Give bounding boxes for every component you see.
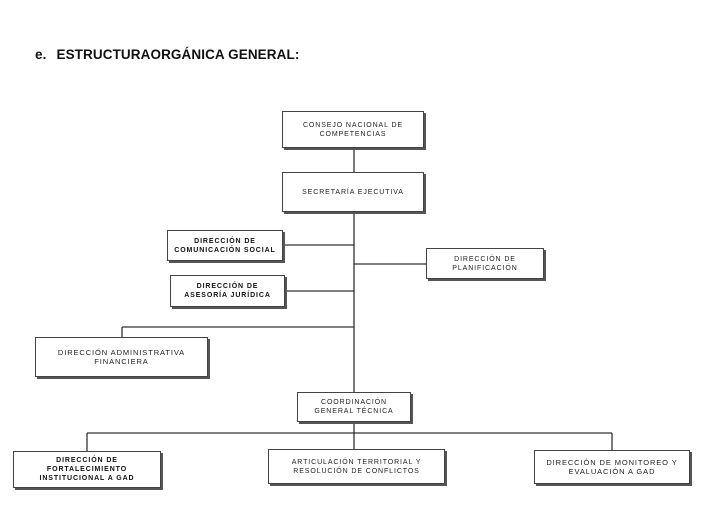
box-secretaria-ejecutiva: SECRETARÍA EJECUTIVA — [282, 172, 424, 212]
section-heading: e. ESTRUCTURAORGÁNICA GENERAL: — [35, 47, 299, 62]
box-direccion-fortalecimiento-institucional: DIRECCIÓN DE FORTALECIMIENTO INSTITUCION… — [13, 451, 161, 488]
box-direccion-monitoreo-evaluacion: DIRECCIÓN DE MONITOREO Y EVALUACIÓN A GA… — [534, 450, 690, 484]
box-direccion-administrativa-financiera: DIRECCIÓN ADMINISTRATIVA FINANCIERA — [35, 337, 208, 377]
box-direccion-planificacion: DIRECCIÓN DE PLANIFICACIÓN — [426, 248, 544, 279]
box-coordinacion-general-tecnica: COORDINACIÓN GENERAL TÉCNICA — [297, 392, 411, 422]
box-consejo-nacional: CONSEJO NACIONAL DE COMPETENCIAS — [282, 111, 424, 148]
box-direccion-comunicacion-social: DIRECCIÓN DE COMUNICACIÓN SOCIAL — [167, 230, 283, 261]
section-number: e. — [35, 47, 47, 62]
box-articulacion-territorial: ARTICULACIÓN TERRITORIAL Y RESOLUCIÓN DE… — [268, 449, 445, 484]
section-title: ESTRUCTURAORGÁNICA GENERAL: — [56, 47, 300, 62]
box-direccion-asesoria-juridica: DIRECCIÓN DE ASESORÍA JURÍDICA — [170, 275, 285, 307]
